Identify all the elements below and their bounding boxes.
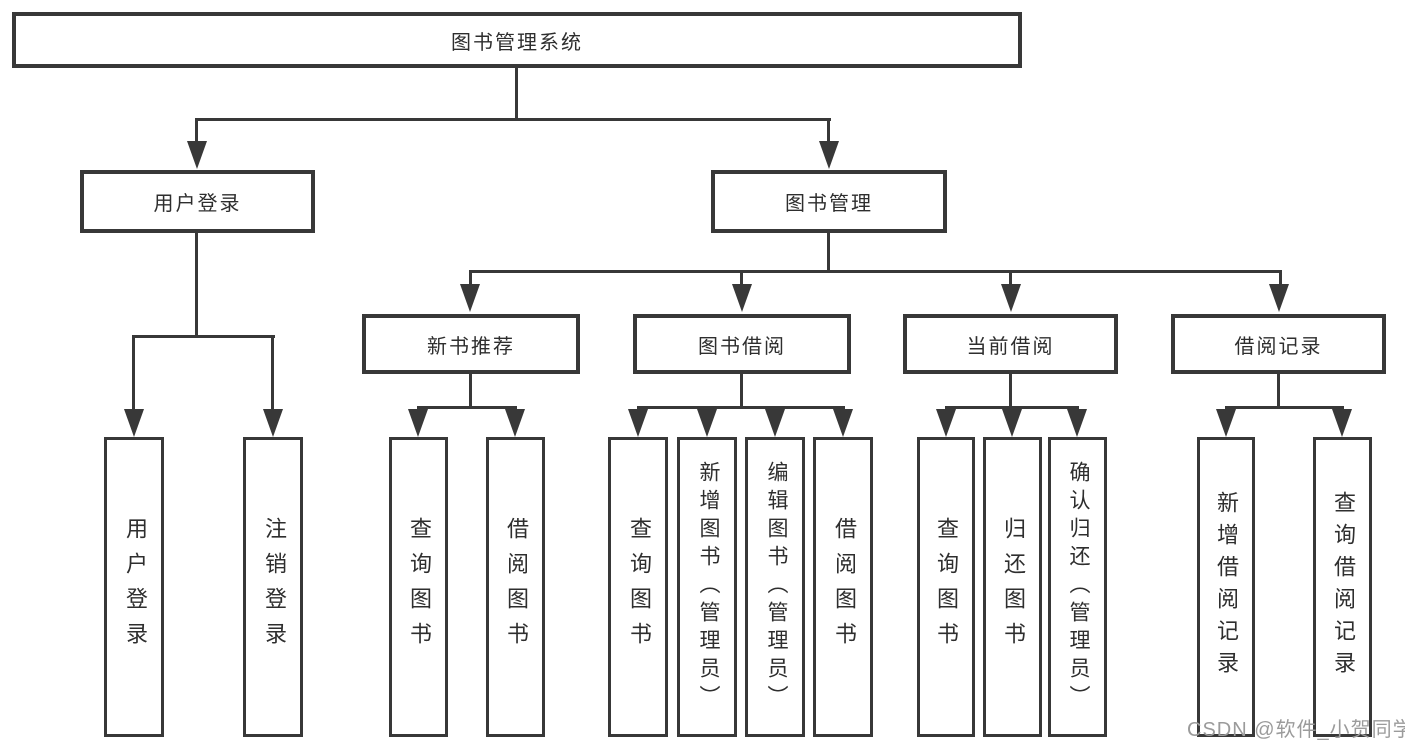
connector-userlogin-stem <box>195 233 198 337</box>
connector-section3-stem <box>1009 374 1012 408</box>
arrow-down-icon <box>833 409 853 437</box>
arrow-down-icon <box>1332 409 1352 437</box>
leaf-confirm-return-admin: 确认归还（管理员） <box>1048 437 1107 737</box>
connector-drop-user-login <box>195 118 198 146</box>
arrow-down-icon <box>408 409 428 437</box>
connector-drop-section <box>1009 270 1012 288</box>
connector-bookmgmt-bar <box>469 270 1282 273</box>
leaf-add-books-admin: 新增图书（管理员） <box>677 437 737 737</box>
node-user-login: 用户登录 <box>80 170 315 233</box>
connector-root-stem <box>515 68 518 120</box>
csdn-watermark: CSDN @软件_小贺同学 <box>1187 719 1405 741</box>
arrow-down-icon <box>124 409 144 437</box>
leaf-logout: 注销登录 <box>243 437 303 737</box>
arrow-down-icon <box>1216 409 1236 437</box>
connector-section2-stem <box>740 374 743 408</box>
connector-section1-stem <box>469 374 472 408</box>
leaf-query-borrow-record: 查询借阅记录 <box>1313 437 1372 737</box>
node-borrowing-records: 借阅记录 <box>1171 314 1386 374</box>
arrow-down-icon <box>505 409 525 437</box>
arrow-down-icon <box>819 141 839 169</box>
arrow-down-icon <box>732 284 752 312</box>
connector-drop-book-management <box>827 118 830 146</box>
arrow-down-icon <box>628 409 648 437</box>
arrow-down-icon <box>1002 409 1022 437</box>
connector-drop-section <box>740 270 743 288</box>
arrow-down-icon <box>765 409 785 437</box>
node-library-management-system: 图书管理系统 <box>12 12 1022 68</box>
connector-root-bar <box>196 118 831 121</box>
arrow-down-icon <box>1001 284 1021 312</box>
node-new-book-recommendation: 新书推荐 <box>362 314 580 374</box>
connector-section2-bar <box>637 406 845 409</box>
connector-drop-section <box>469 270 472 288</box>
arrow-down-icon <box>460 284 480 312</box>
arrow-down-icon <box>697 409 717 437</box>
leaf-borrow-books-2: 借阅图书 <box>813 437 873 737</box>
connector-drop-leaf <box>271 335 274 413</box>
leaf-user-login: 用户登录 <box>104 437 164 737</box>
leaf-query-books-3: 查询图书 <box>917 437 975 737</box>
connector-section4-bar <box>1225 406 1344 409</box>
connector-section1-bar <box>417 406 517 409</box>
connector-drop-section <box>1279 270 1282 288</box>
leaf-query-books-1: 查询图书 <box>389 437 448 737</box>
leaf-return-books: 归还图书 <box>983 437 1042 737</box>
arrow-down-icon <box>1067 409 1087 437</box>
node-book-management: 图书管理 <box>711 170 947 233</box>
arrow-down-icon <box>936 409 956 437</box>
leaf-edit-books-admin: 编辑图书（管理员） <box>745 437 805 737</box>
leaf-borrow-books-1: 借阅图书 <box>486 437 545 737</box>
arrow-down-icon <box>1269 284 1289 312</box>
connector-userlogin-bar <box>133 335 275 338</box>
connector-drop-leaf <box>132 335 135 413</box>
connector-section3-bar <box>945 406 1079 409</box>
arrow-down-icon <box>187 141 207 169</box>
leaf-query-books-2: 查询图书 <box>608 437 668 737</box>
node-book-borrowing: 图书借阅 <box>633 314 851 374</box>
node-current-borrowing: 当前借阅 <box>903 314 1118 374</box>
connector-bookmgmt-stem <box>827 233 830 272</box>
connector-section4-stem <box>1277 374 1280 408</box>
leaf-add-borrow-record: 新增借阅记录 <box>1197 437 1255 737</box>
arrow-down-icon <box>263 409 283 437</box>
